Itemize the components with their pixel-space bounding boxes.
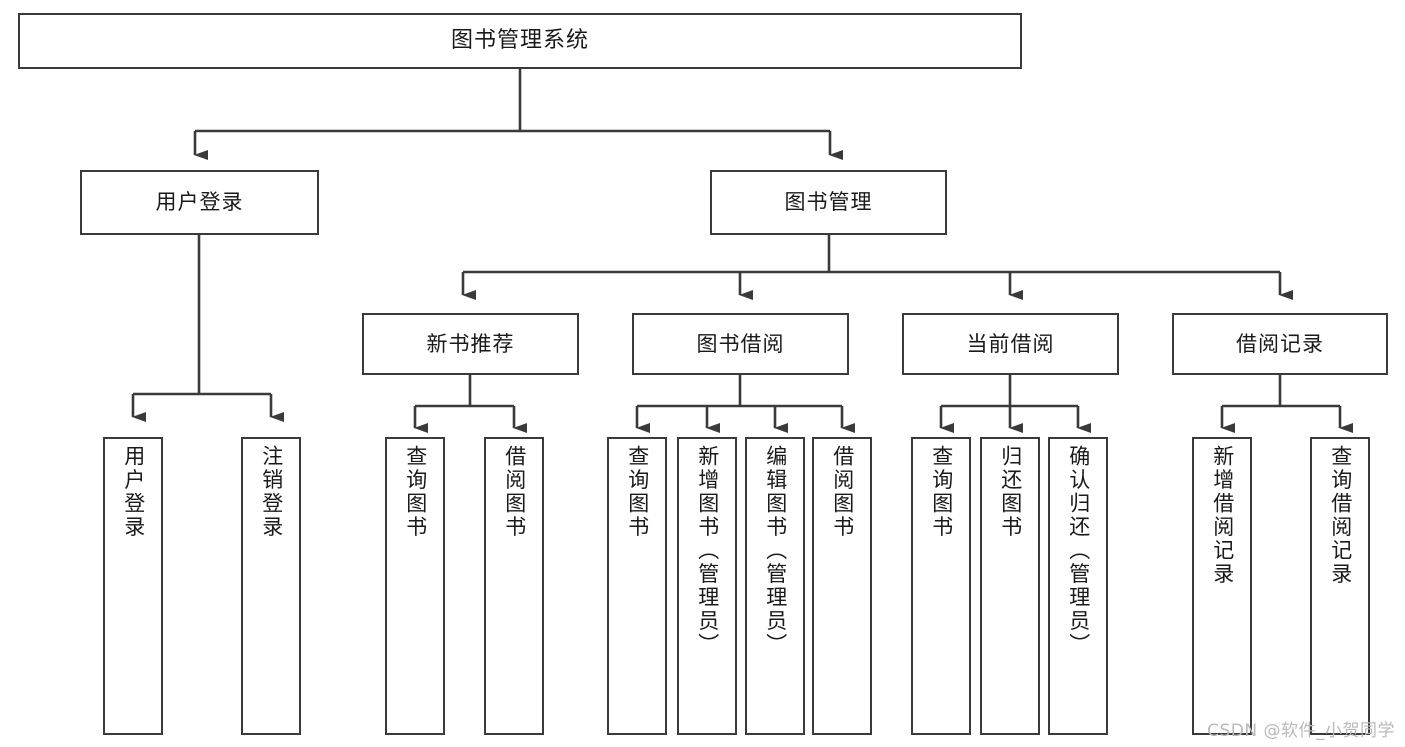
- node-label: 新增图书（管理员）: [695, 445, 720, 657]
- watermark: CSDN @软件_小贺同学: [1207, 721, 1395, 741]
- leaf-user-login[interactable]: 用户登录: [103, 437, 163, 735]
- node-label: 借阅图书: [830, 445, 855, 539]
- node-book-management[interactable]: 图书管理: [710, 170, 947, 235]
- leaf-confirm-return-admin[interactable]: 确认归还（管理员）: [1048, 437, 1108, 735]
- node-label: 新书推荐: [426, 331, 515, 356]
- node-label: 查询图书: [929, 445, 954, 539]
- node-label: 当前借阅: [966, 331, 1055, 356]
- node-label: 注销登录: [259, 445, 284, 539]
- leaf-borrow-books-new[interactable]: 借阅图书: [484, 437, 544, 735]
- leaf-add-book-admin[interactable]: 新增图书（管理员）: [677, 437, 737, 735]
- leaf-query-books-borrow[interactable]: 查询图书: [607, 437, 667, 735]
- node-label: 查询图书: [625, 445, 650, 539]
- leaf-return-books[interactable]: 归还图书: [980, 437, 1040, 735]
- node-label: 确认归还（管理员）: [1066, 445, 1091, 657]
- node-label: 查询借阅记录: [1328, 445, 1353, 586]
- node-label: 借阅图书: [502, 445, 527, 539]
- node-label: 新增借阅记录: [1210, 445, 1235, 586]
- node-current-borrow[interactable]: 当前借阅: [902, 313, 1119, 375]
- leaf-query-books-new[interactable]: 查询图书: [385, 437, 445, 735]
- node-label: 图书管理: [784, 190, 873, 215]
- leaf-edit-book-admin[interactable]: 编辑图书（管理员）: [745, 437, 805, 735]
- leaf-query-books-current[interactable]: 查询图书: [911, 437, 971, 735]
- leaf-user-logout[interactable]: 注销登录: [241, 437, 301, 735]
- node-label: 图书管理系统: [450, 28, 589, 54]
- node-borrow-records[interactable]: 借阅记录: [1172, 313, 1388, 375]
- node-label: 编辑图书（管理员）: [763, 445, 788, 657]
- node-label: 查询图书: [403, 445, 428, 539]
- node-label: 图书借阅: [696, 331, 785, 356]
- node-user-login[interactable]: 用户登录: [80, 170, 319, 235]
- node-book-borrow[interactable]: 图书借阅: [632, 313, 849, 375]
- node-root-system[interactable]: 图书管理系统: [18, 13, 1022, 69]
- leaf-add-borrow-record[interactable]: 新增借阅记录: [1192, 437, 1252, 735]
- node-label: 用户登录: [155, 190, 244, 215]
- node-label: 借阅记录: [1236, 331, 1324, 356]
- leaf-query-borrow-record[interactable]: 查询借阅记录: [1310, 437, 1370, 735]
- node-label: 归还图书: [998, 445, 1023, 539]
- node-label: 用户登录: [121, 445, 146, 539]
- leaf-borrow-books[interactable]: 借阅图书: [812, 437, 872, 735]
- node-new-book-recommend[interactable]: 新书推荐: [362, 313, 579, 375]
